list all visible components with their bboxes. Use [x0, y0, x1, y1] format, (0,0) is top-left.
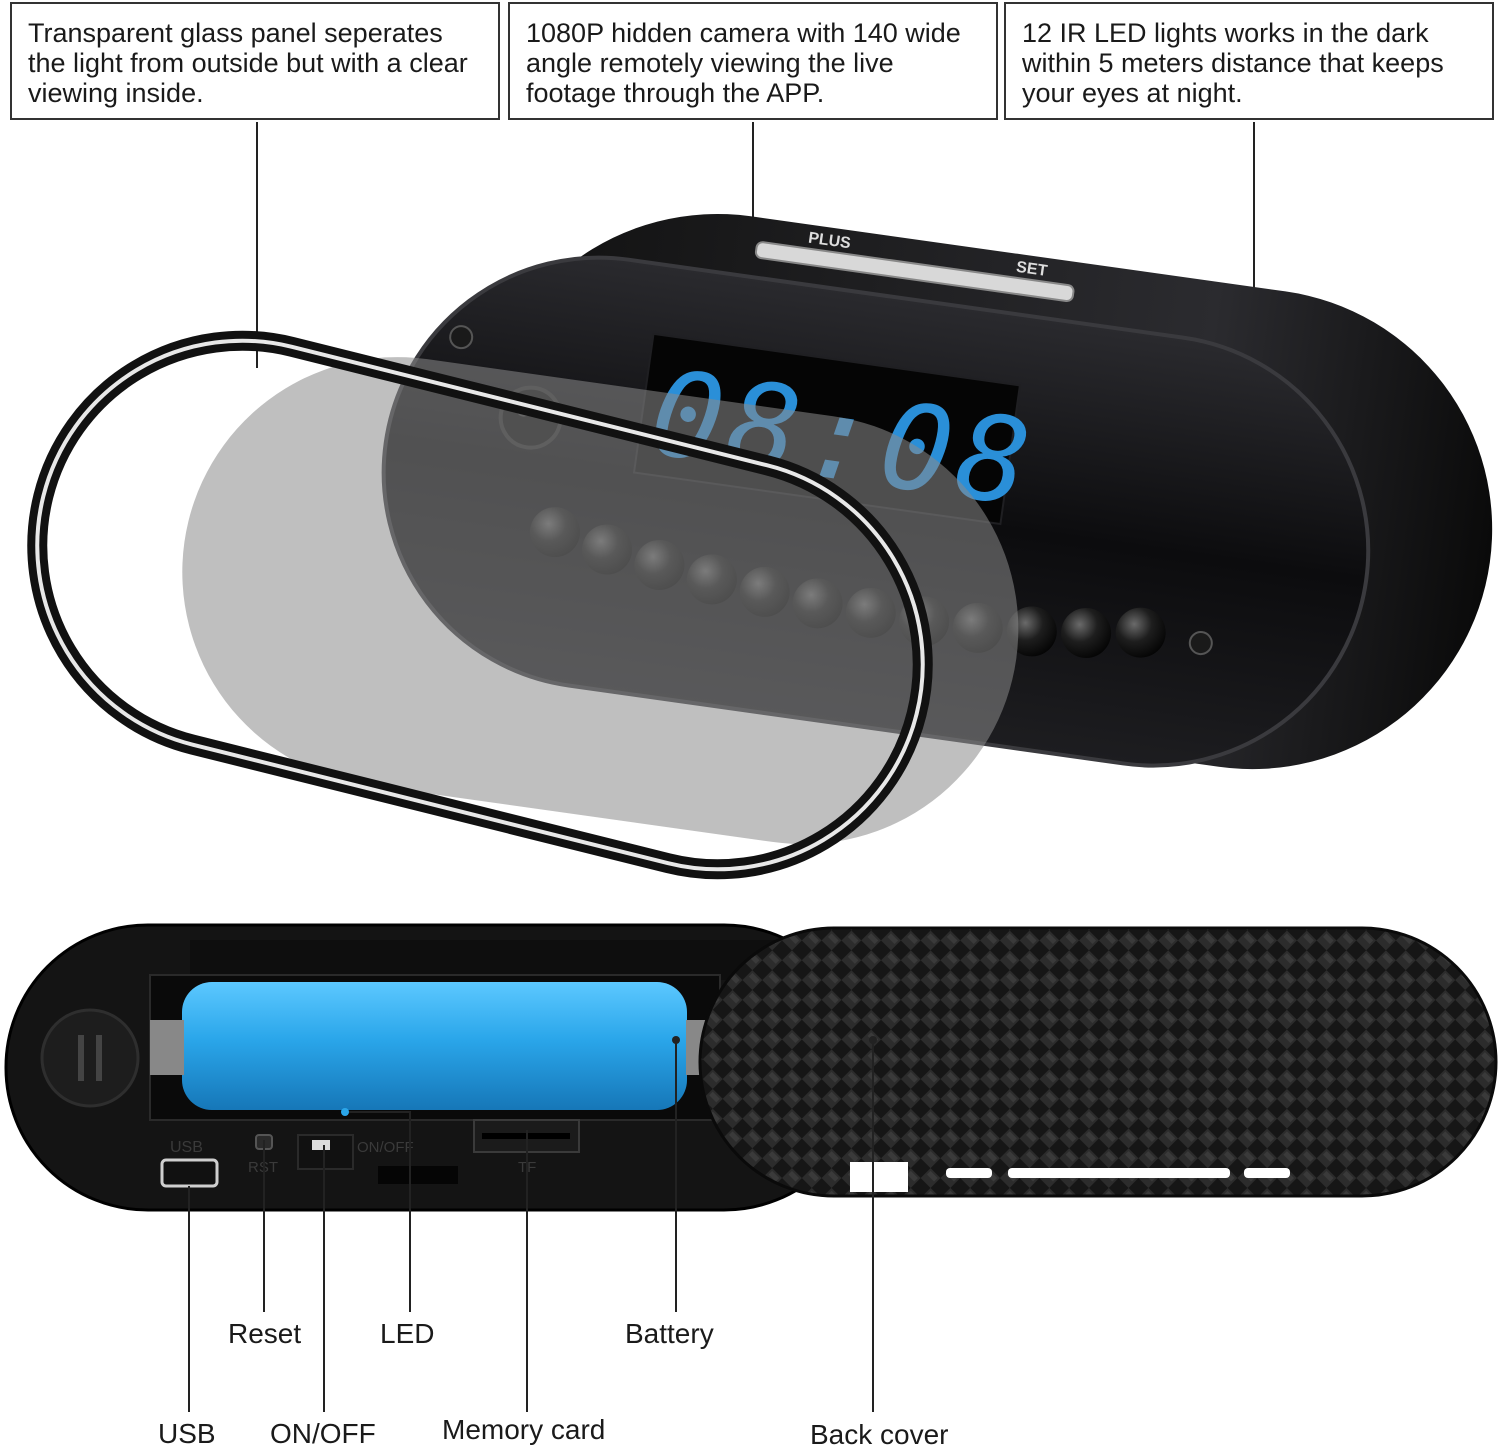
label-back-cover: Back cover [810, 1419, 949, 1450]
callout-camera-text: 1080P hidden camera with 140 wide angle … [526, 18, 961, 108]
bezel-ring [27, 330, 933, 880]
label-usb: USB [158, 1418, 216, 1449]
label-memory-card: Memory card [442, 1414, 606, 1445]
onoff-port-text: ON/OFF [357, 1139, 414, 1156]
battery [182, 982, 687, 1110]
plus-button-label: PLUS [807, 230, 852, 253]
callout-hidden-camera: 1080P hidden camera with 140 wide angle … [508, 2, 998, 120]
back-cover [698, 926, 1498, 1198]
callout-ir-text: 12 IR LED lights works in the dark withi… [1022, 18, 1444, 108]
callout-ir-leds: 12 IR LED lights works in the dark withi… [1004, 2, 1494, 120]
callout-glass-text: Transparent glass panel seperates the li… [28, 18, 468, 108]
label-led: LED [380, 1318, 435, 1349]
plus-set-button-bar [754, 241, 1075, 303]
label-battery: Battery [625, 1318, 714, 1349]
ir-led [1115, 607, 1166, 658]
usb-port [160, 1158, 219, 1188]
callout-glass-panel: Transparent glass panel seperates the li… [10, 2, 500, 120]
stand-knob [40, 1008, 140, 1108]
label-reset: Reset [228, 1318, 302, 1349]
set-button-label: SET [1015, 259, 1048, 280]
ir-led [1006, 606, 1057, 657]
leader-line-led [345, 1111, 411, 1312]
screw-left [449, 325, 474, 350]
ir-led [1061, 607, 1112, 658]
led-indicator [378, 1166, 458, 1184]
usb-port-text: USB [170, 1139, 203, 1156]
bottom-leader-lines [188, 1040, 874, 1412]
label-onoff: ON/OFF [270, 1418, 376, 1449]
screw-right [1188, 631, 1213, 656]
